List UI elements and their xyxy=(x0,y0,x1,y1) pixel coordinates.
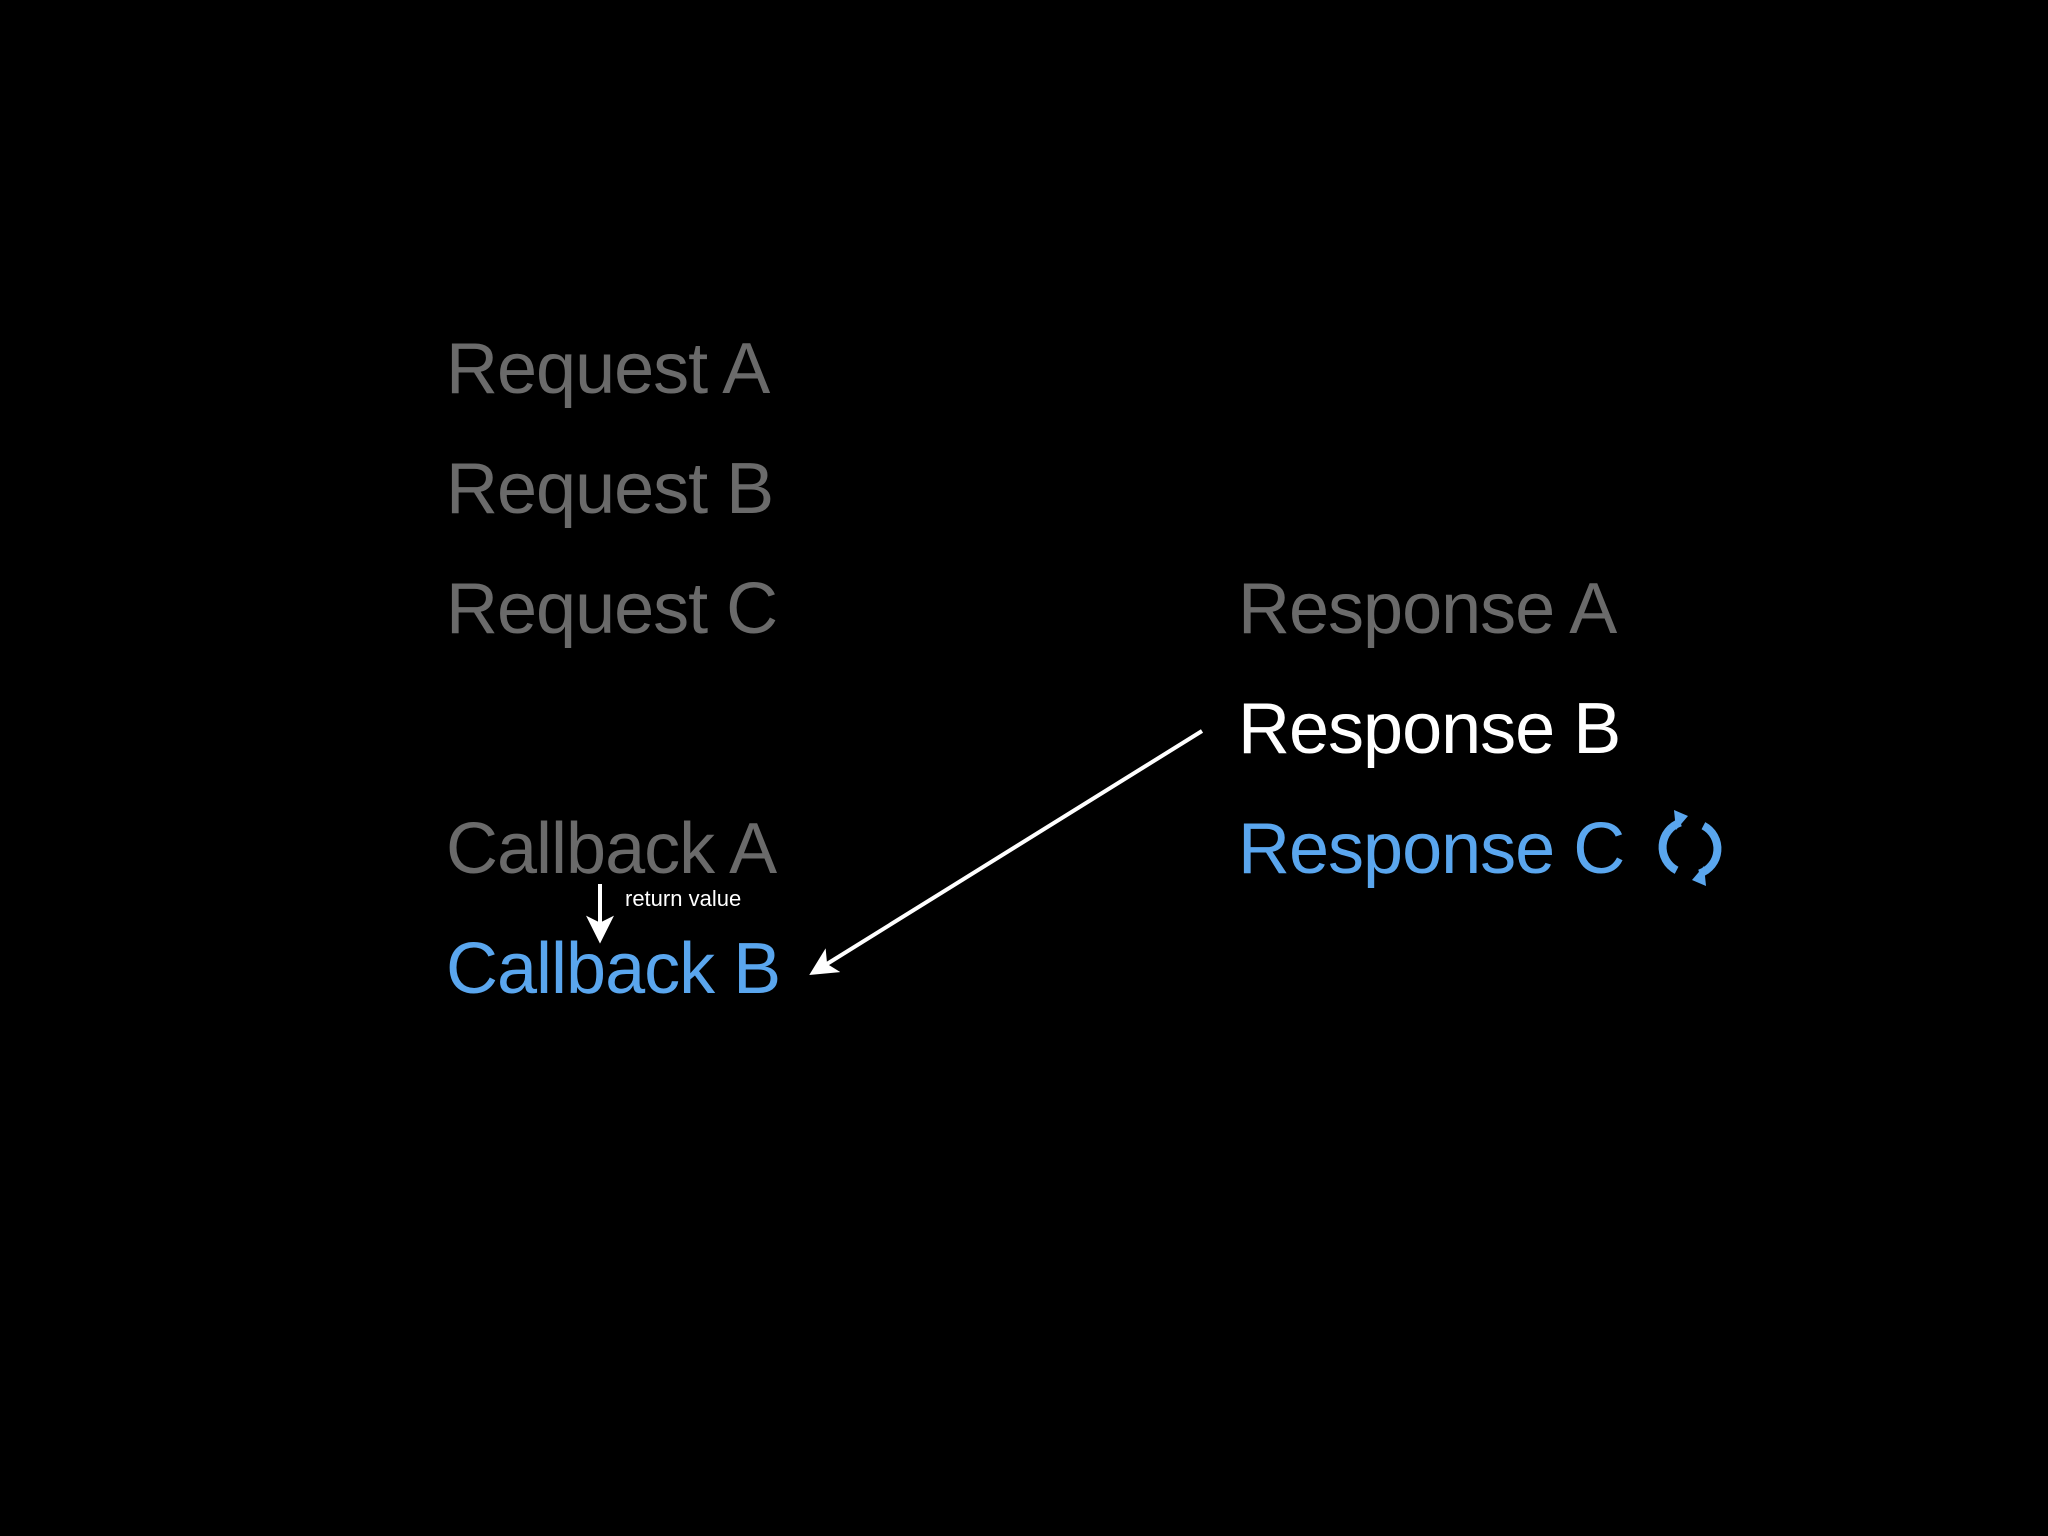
callback-a-label: Callback A xyxy=(446,809,777,889)
request-a-label: Request A xyxy=(446,329,770,409)
callback-b-label: Callback B xyxy=(446,929,781,1009)
refresh-icon xyxy=(1650,808,1730,888)
request-b-label: Request B xyxy=(446,449,774,529)
request-c-label: Request C xyxy=(446,569,778,649)
response-c-label: Response C xyxy=(1238,809,1625,889)
return-value-note: return value xyxy=(625,886,742,911)
response-to-callback-arrow xyxy=(809,729,1204,975)
response-b-label: Response B xyxy=(1238,689,1621,769)
response-a-label: Response A xyxy=(1238,569,1617,649)
